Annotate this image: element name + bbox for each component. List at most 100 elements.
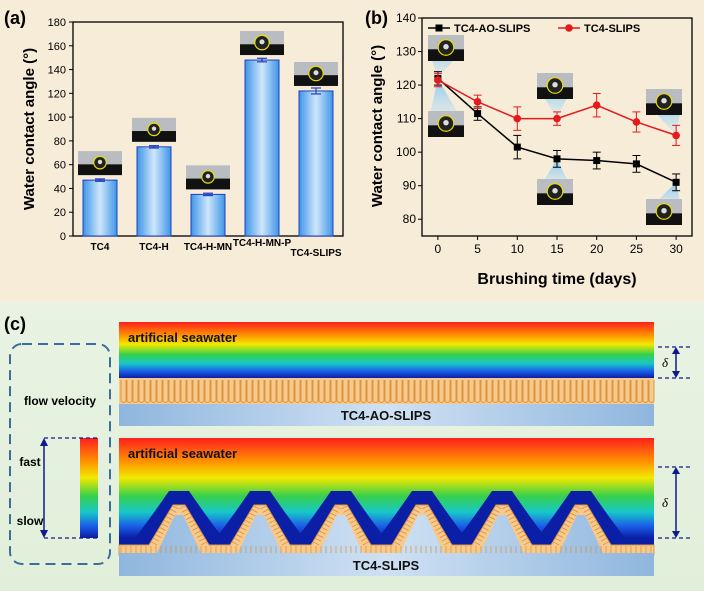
diagram-ao-slips: artificial seawater TC4-AO-SLIPS δ xyxy=(119,322,690,426)
inset-2-droplet-highlight xyxy=(205,174,211,179)
fin-line xyxy=(343,509,350,513)
fin-line xyxy=(161,523,168,528)
fin-line xyxy=(491,512,498,517)
nanotube xyxy=(252,380,259,403)
diagram-slips: artificial seawater TC4-SLIPS δ xyxy=(118,438,690,576)
nanotube xyxy=(582,380,589,403)
fin-line xyxy=(332,509,339,513)
callout-ao-day30-droplet-highlight xyxy=(661,207,667,214)
fin-line xyxy=(233,537,241,542)
fin-line xyxy=(157,530,164,535)
delta-top-arrow-up-icon xyxy=(672,347,680,354)
fin-line xyxy=(266,516,274,520)
fin-line xyxy=(398,534,405,538)
nanotube xyxy=(450,380,457,403)
nanotube xyxy=(648,380,655,403)
nanotube xyxy=(606,380,613,403)
line-chart-droplet-callouts xyxy=(428,35,682,225)
fin-line xyxy=(172,505,179,510)
nanotube xyxy=(288,380,295,403)
fin-line xyxy=(521,537,529,542)
fin-line xyxy=(168,512,175,517)
nanotube xyxy=(174,380,181,403)
nanotube xyxy=(402,380,409,403)
inset-1-droplet-highlight xyxy=(151,126,157,131)
fin-line xyxy=(181,509,188,513)
fin-line xyxy=(253,505,260,510)
fin-line xyxy=(581,505,588,510)
fin-line xyxy=(493,509,500,513)
fin-line xyxy=(563,523,570,528)
fin-line xyxy=(559,530,566,535)
panel-label-a: (a) xyxy=(4,8,26,28)
fin-line xyxy=(238,530,245,535)
fin-line xyxy=(231,541,239,546)
fin-line xyxy=(495,505,502,510)
nanotube xyxy=(426,380,433,403)
nanotube xyxy=(300,380,307,403)
fin-line xyxy=(473,541,481,546)
nanotube xyxy=(468,380,475,403)
nanotube xyxy=(456,380,463,403)
fin-line xyxy=(406,519,414,524)
fin-line xyxy=(360,537,368,542)
fin-line xyxy=(334,505,341,510)
fin-line xyxy=(583,509,590,513)
fin-line xyxy=(519,534,526,538)
nanotube xyxy=(312,380,319,403)
fin-line xyxy=(592,523,599,528)
fin-line xyxy=(165,516,173,520)
fin-line xyxy=(402,527,409,531)
legend-label: TC4-AO-SLIPS xyxy=(454,23,530,35)
nanotube xyxy=(156,380,163,403)
nanotube xyxy=(378,380,385,403)
data-point xyxy=(553,114,561,123)
data-point xyxy=(553,155,561,163)
bar xyxy=(298,90,334,237)
nanotube xyxy=(516,380,523,403)
y-tick-label: 180 xyxy=(48,17,66,29)
fin-line xyxy=(236,534,243,538)
y-tick-label: 20 xyxy=(54,207,66,219)
line-chart-y-label: Water contact angle (°) xyxy=(369,45,386,207)
delta-top-symbol: δ xyxy=(662,355,669,370)
fin-line xyxy=(354,527,361,531)
nanotube xyxy=(354,380,361,403)
nanotube xyxy=(540,380,547,403)
nanotube xyxy=(528,380,535,403)
fin-line xyxy=(424,509,431,513)
panel-label-b: (b) xyxy=(365,8,388,28)
nanotube xyxy=(588,380,595,403)
nanotube xyxy=(186,380,193,403)
y-tick-label: 120 xyxy=(396,78,416,92)
delta-bottom-arrow-down-icon xyxy=(672,531,680,538)
fin-line xyxy=(587,516,595,520)
fin-line xyxy=(523,541,531,546)
fin-line xyxy=(273,527,280,531)
nanotube xyxy=(294,380,301,403)
nanotube xyxy=(276,380,283,403)
nanotube-array xyxy=(120,380,655,403)
fin-line xyxy=(196,534,203,538)
fin-line xyxy=(190,523,197,528)
fin-line xyxy=(279,537,287,542)
fin-line xyxy=(482,527,489,531)
y-tick-label: 120 xyxy=(48,88,66,100)
microstructure-substrate xyxy=(119,515,654,576)
bar-chart-y-label: Water contact angle (°) xyxy=(21,48,38,210)
nanotube xyxy=(132,380,139,403)
data-point xyxy=(473,98,482,106)
bar xyxy=(136,146,172,237)
fin-line xyxy=(486,519,494,524)
nanotube xyxy=(510,380,517,403)
fin-line xyxy=(159,527,166,531)
inset-1-photo-base xyxy=(132,131,176,142)
data-point xyxy=(672,178,680,186)
fin-line xyxy=(319,530,326,535)
data-point xyxy=(513,114,522,123)
legend-fast-label: fast xyxy=(19,455,40,469)
fin-line xyxy=(506,512,513,517)
fin-line xyxy=(400,530,407,535)
fin-line xyxy=(268,519,276,524)
fin-line xyxy=(554,537,562,542)
